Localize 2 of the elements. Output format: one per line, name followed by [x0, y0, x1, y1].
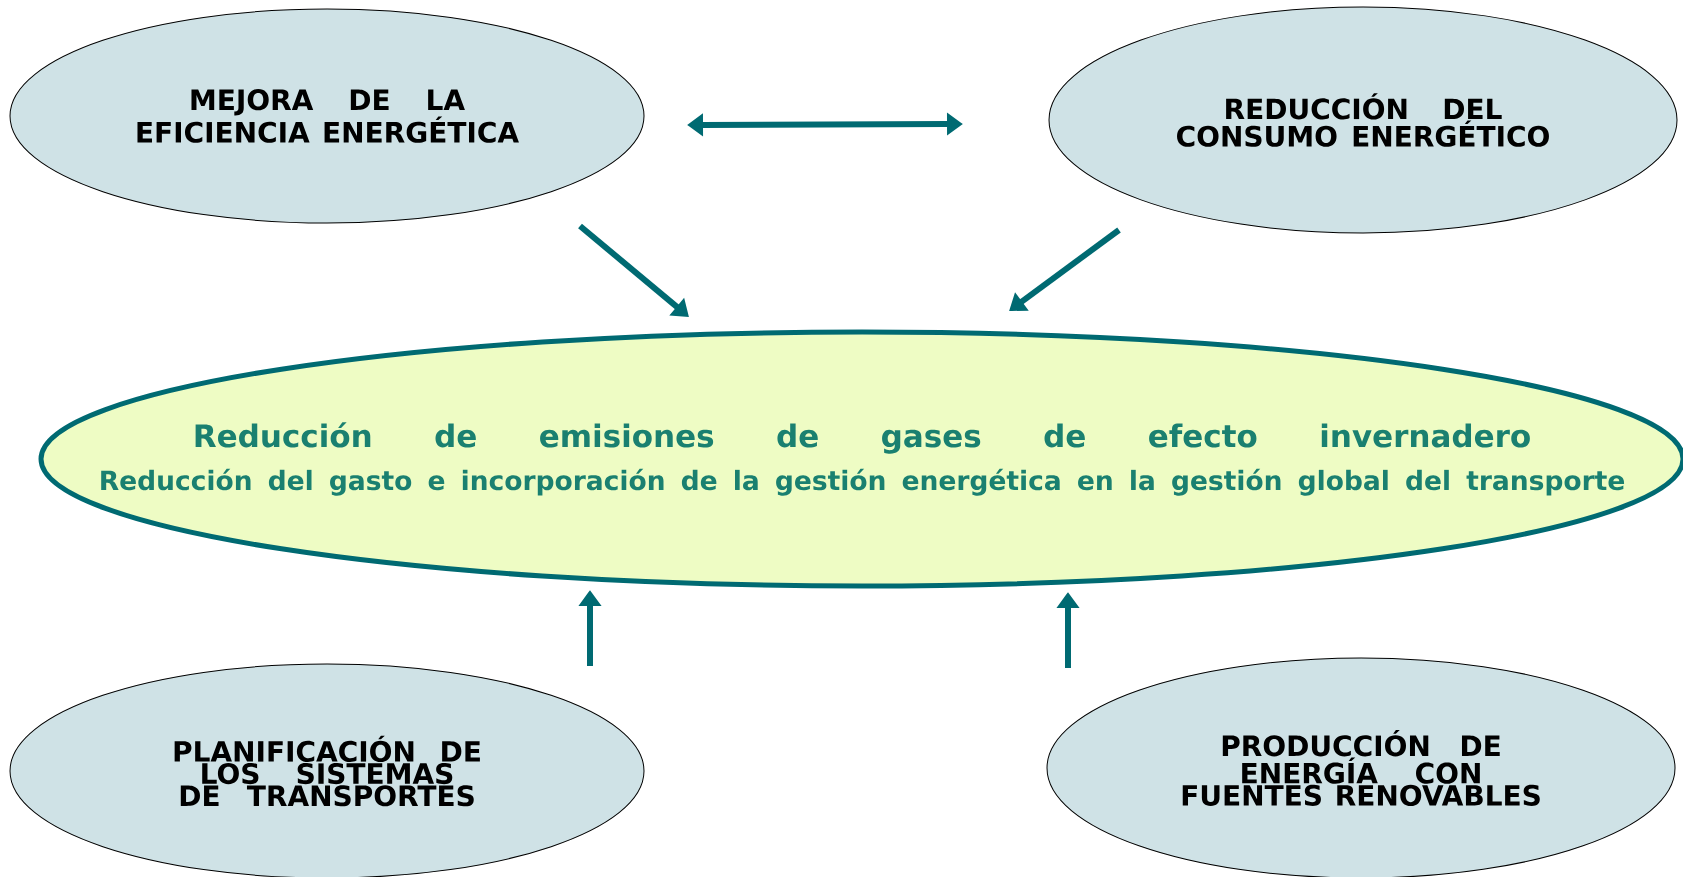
arrow	[1009, 227, 1121, 311]
arrow	[578, 223, 689, 317]
